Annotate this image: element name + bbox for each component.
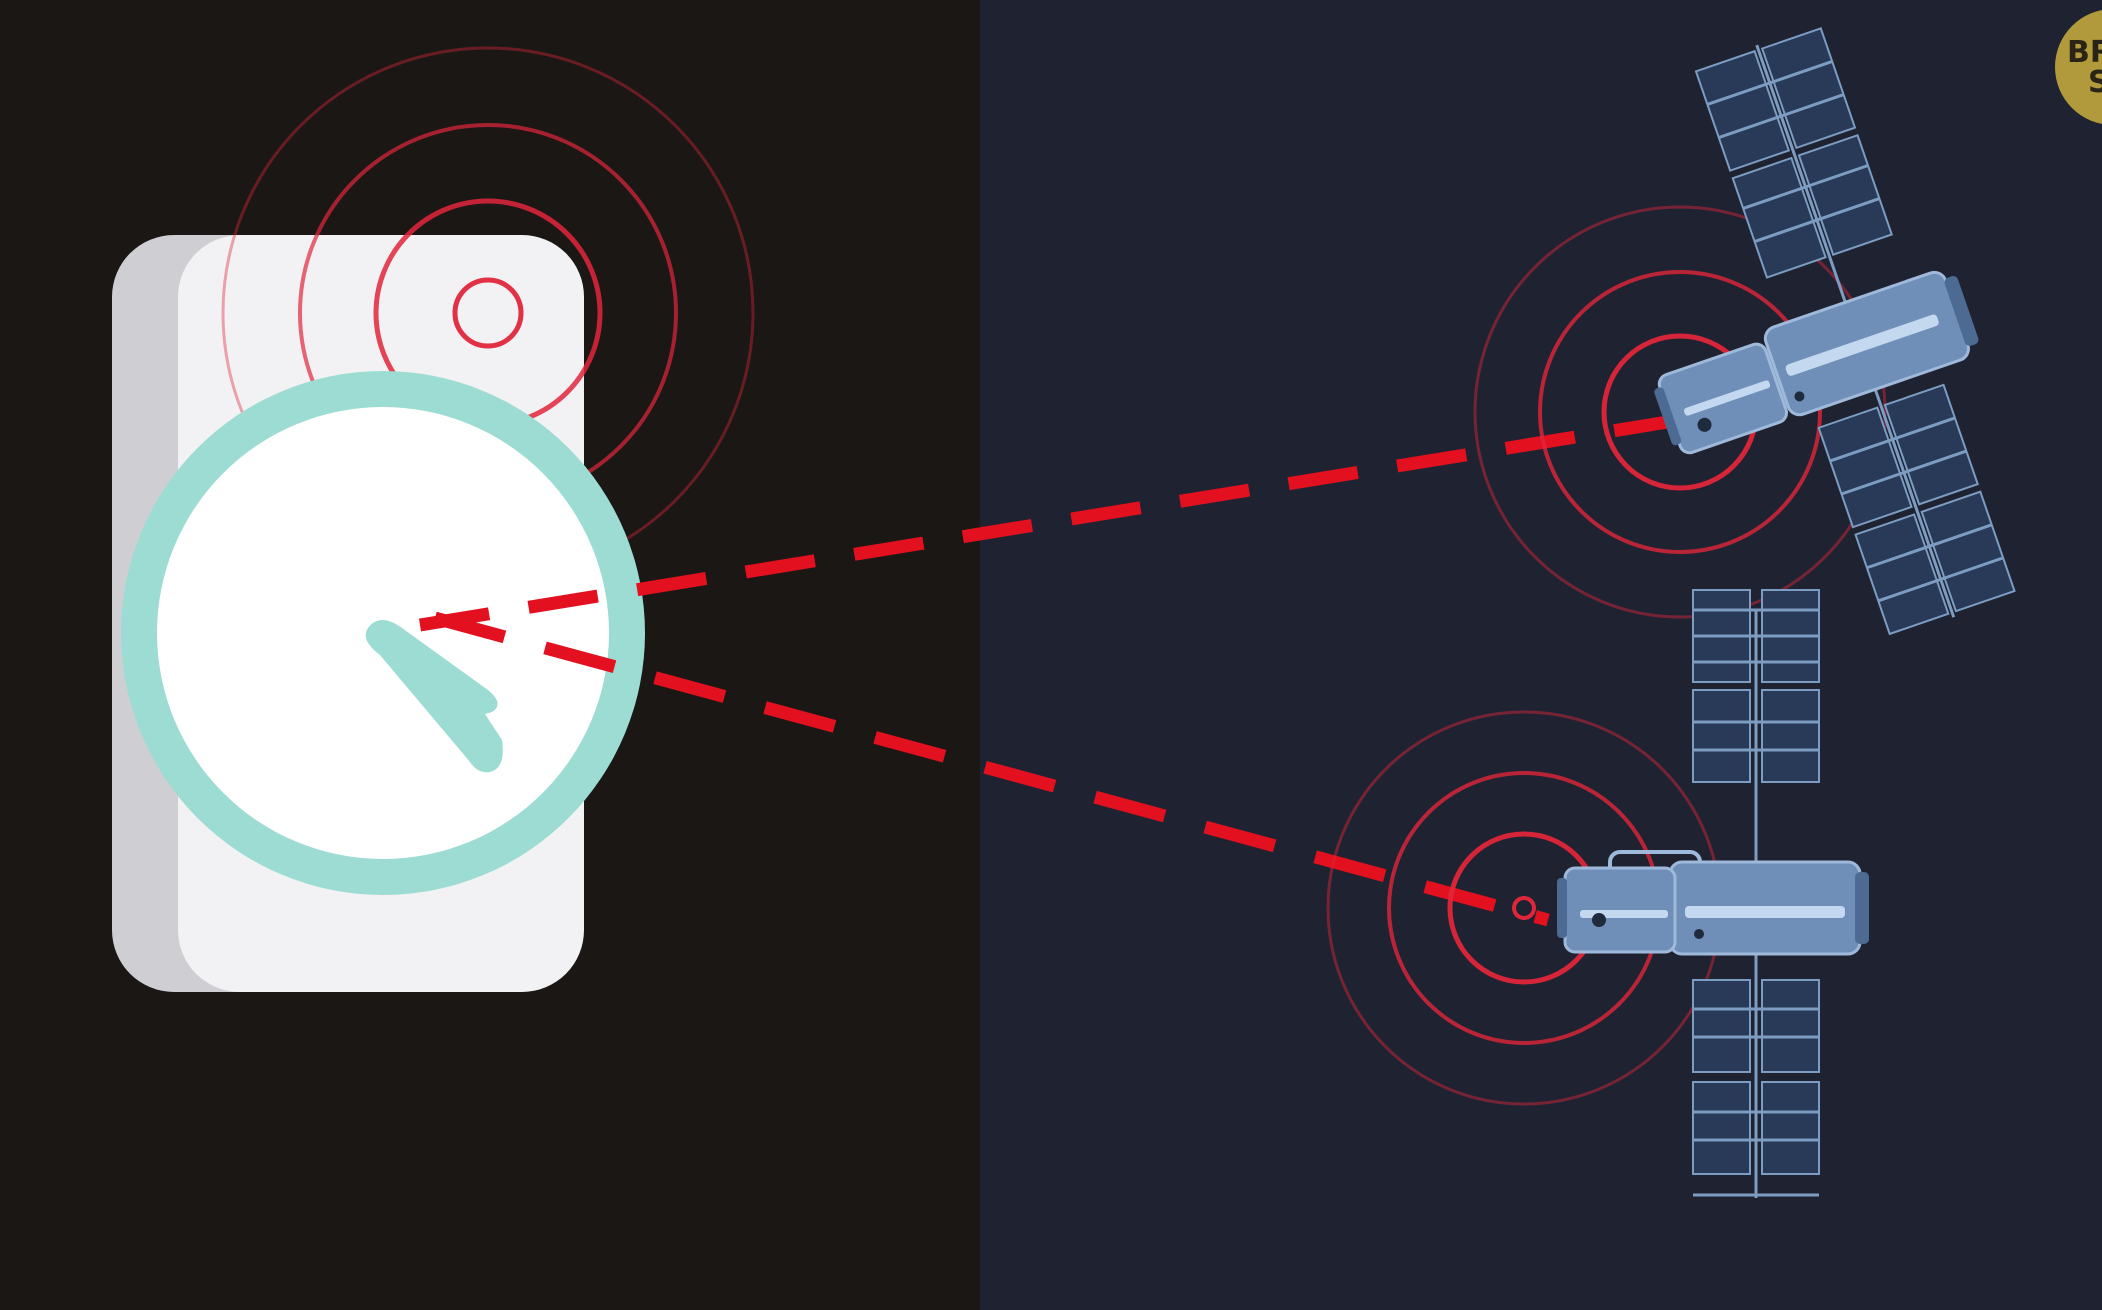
solar-panel (1694, 49, 1791, 172)
right-background (980, 0, 2102, 1310)
solar-panel (1797, 133, 1894, 256)
solar-panel (1731, 156, 1827, 279)
satellite-top-solar-array-upper (1694, 27, 1894, 279)
solar-panel (1883, 383, 1979, 506)
satellite-icon (1654, 27, 2016, 636)
signal-paths (418, 413, 1682, 927)
solar-panel (1761, 1081, 1820, 1175)
clock-hand (365, 620, 503, 773)
solar-panel (1920, 490, 2016, 613)
sat-bottom-ring-1 (1512, 896, 1536, 920)
solar-panel (1761, 979, 1820, 1073)
satellite-icon (1557, 589, 1869, 1198)
channel-logo-icon: BR S (2055, 10, 2102, 124)
solar-panel (1760, 27, 1857, 150)
clock-icon (121, 371, 645, 895)
satellite-bottom-body (1557, 850, 1869, 956)
channel-logo-line-1: BR (2067, 35, 2102, 70)
solar-panel (1692, 1081, 1751, 1175)
receiver-ring-1 (452, 277, 524, 349)
sat-top-ring-4 (1473, 205, 1887, 619)
solar-panel (1817, 406, 1913, 529)
satellite-top-body (1654, 270, 1979, 455)
satellite-bottom-solar-array-lower (1692, 979, 1820, 1175)
solar-panel (1761, 689, 1820, 783)
channel-logo-badge (2055, 10, 2102, 124)
solar-panel (1692, 689, 1751, 783)
solar-panel (1854, 513, 1950, 636)
signal-line-bottom (433, 611, 1550, 927)
sat-top-ring-3 (1538, 270, 1822, 554)
solar-panel (1692, 979, 1751, 1073)
channel-logo-line-2: S (2088, 65, 2102, 100)
satellite-top-solar-array-lower (1817, 383, 2016, 636)
